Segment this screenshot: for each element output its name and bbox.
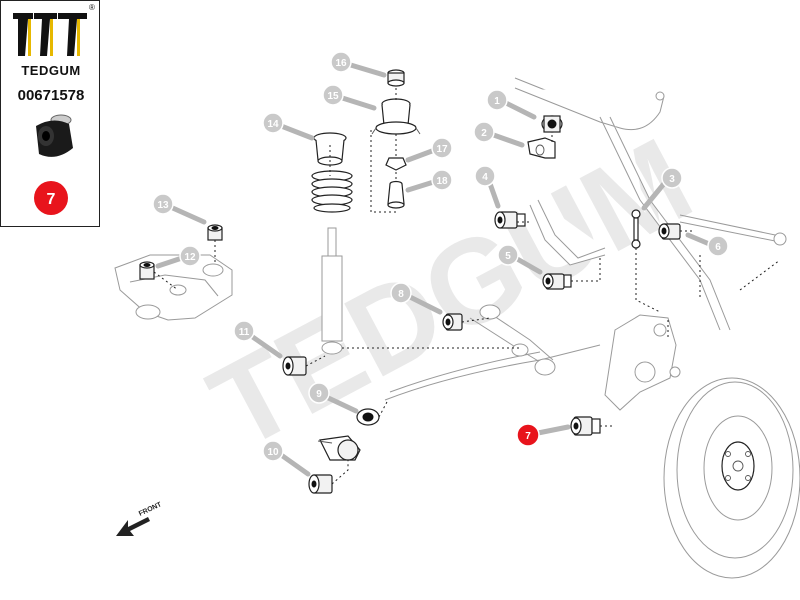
callout-15: 15 — [322, 84, 344, 106]
callout-11: 11 — [233, 320, 255, 342]
callout-7-highlighted: 7 — [516, 423, 540, 447]
stabilizer-clamp — [527, 137, 556, 159]
watermark-text: TEDGUM — [190, 113, 712, 475]
top-cap — [387, 69, 405, 87]
svg-text:5: 5 — [505, 251, 511, 262]
tedgum-logo-icon — [13, 13, 87, 56]
svg-text:16: 16 — [335, 58, 347, 69]
callout-2: 2 — [473, 121, 495, 143]
callouts: 1 2 3 4 5 6 8 9 10 11 12 13 14 15 16 17 … — [152, 51, 729, 477]
callout-3: 3 — [661, 167, 683, 189]
svg-text:6: 6 — [715, 242, 721, 253]
callout-4: 4 — [474, 165, 496, 187]
brake-drum — [663, 377, 800, 579]
bushing-11 — [282, 356, 307, 376]
bushing-4 — [494, 211, 526, 229]
callout-5: 5 — [497, 244, 519, 266]
svg-text:12: 12 — [184, 252, 196, 263]
svg-text:18: 18 — [436, 176, 448, 187]
svg-text:17: 17 — [436, 144, 448, 155]
top-mount — [371, 98, 421, 135]
svg-text:4: 4 — [482, 172, 488, 183]
bushing-8 — [442, 313, 463, 331]
nut-part — [385, 157, 407, 171]
svg-text:2: 2 — [481, 128, 487, 139]
stabilizer-bushing — [541, 115, 563, 133]
svg-text:9: 9 — [316, 389, 322, 400]
callout-12: 12 — [179, 245, 201, 267]
svg-text:15: 15 — [327, 91, 339, 102]
front-arrow-icon: FRONT — [116, 501, 163, 536]
callout-14: 14 — [262, 112, 284, 134]
callout-8: 8 — [390, 282, 412, 304]
shock-absorber — [321, 227, 343, 355]
callout-1: 1 — [486, 89, 508, 111]
svg-text:8: 8 — [398, 289, 404, 300]
bushing-bracket — [317, 435, 361, 461]
registered-mark: ® — [89, 3, 95, 12]
coil-spring — [311, 170, 353, 213]
bushing-6 — [658, 223, 681, 240]
callout-17: 17 — [431, 137, 453, 159]
svg-text:11: 11 — [239, 327, 250, 338]
bump-stop — [387, 180, 405, 209]
svg-text:7: 7 — [525, 431, 531, 442]
bushing-5 — [542, 273, 572, 290]
callout-10: 10 — [262, 440, 284, 462]
bushing-product-icon — [36, 114, 73, 157]
lateral-arm — [679, 214, 787, 246]
svg-text:10: 10 — [267, 447, 279, 458]
highlighted-position-badge: 7 — [34, 181, 68, 215]
washer-9 — [356, 408, 380, 426]
front-label: FRONT — [138, 501, 163, 518]
panel-graphics: 7 — [34, 114, 73, 215]
upper-arm — [529, 199, 606, 266]
svg-text:1: 1 — [494, 96, 500, 107]
callout-6: 6 — [707, 235, 729, 257]
brand-name: TEDGUM — [21, 63, 81, 78]
trailing-arm — [384, 304, 601, 401]
callout-13: 13 — [152, 193, 174, 215]
callout-18: 18 — [431, 169, 453, 191]
knuckle — [604, 314, 681, 411]
callout-16: 16 — [330, 51, 352, 73]
badge-number: 7 — [47, 191, 56, 208]
assembly-lines — [153, 88, 781, 485]
bushing-12 — [139, 261, 155, 280]
spring-seat — [313, 132, 347, 166]
part-number: 00671578 — [17, 87, 85, 104]
bushing-13 — [207, 224, 223, 241]
svg-text:3: 3 — [669, 174, 675, 185]
callout-9: 9 — [308, 382, 330, 404]
svg-text:14: 14 — [267, 119, 279, 130]
bushing-7 — [570, 416, 601, 436]
svg-text:13: 13 — [157, 200, 169, 211]
subframe — [114, 254, 233, 321]
product-info-panel: ® TEDGUM 00671578 7 — [0, 0, 100, 227]
bushing-10 — [308, 474, 333, 494]
